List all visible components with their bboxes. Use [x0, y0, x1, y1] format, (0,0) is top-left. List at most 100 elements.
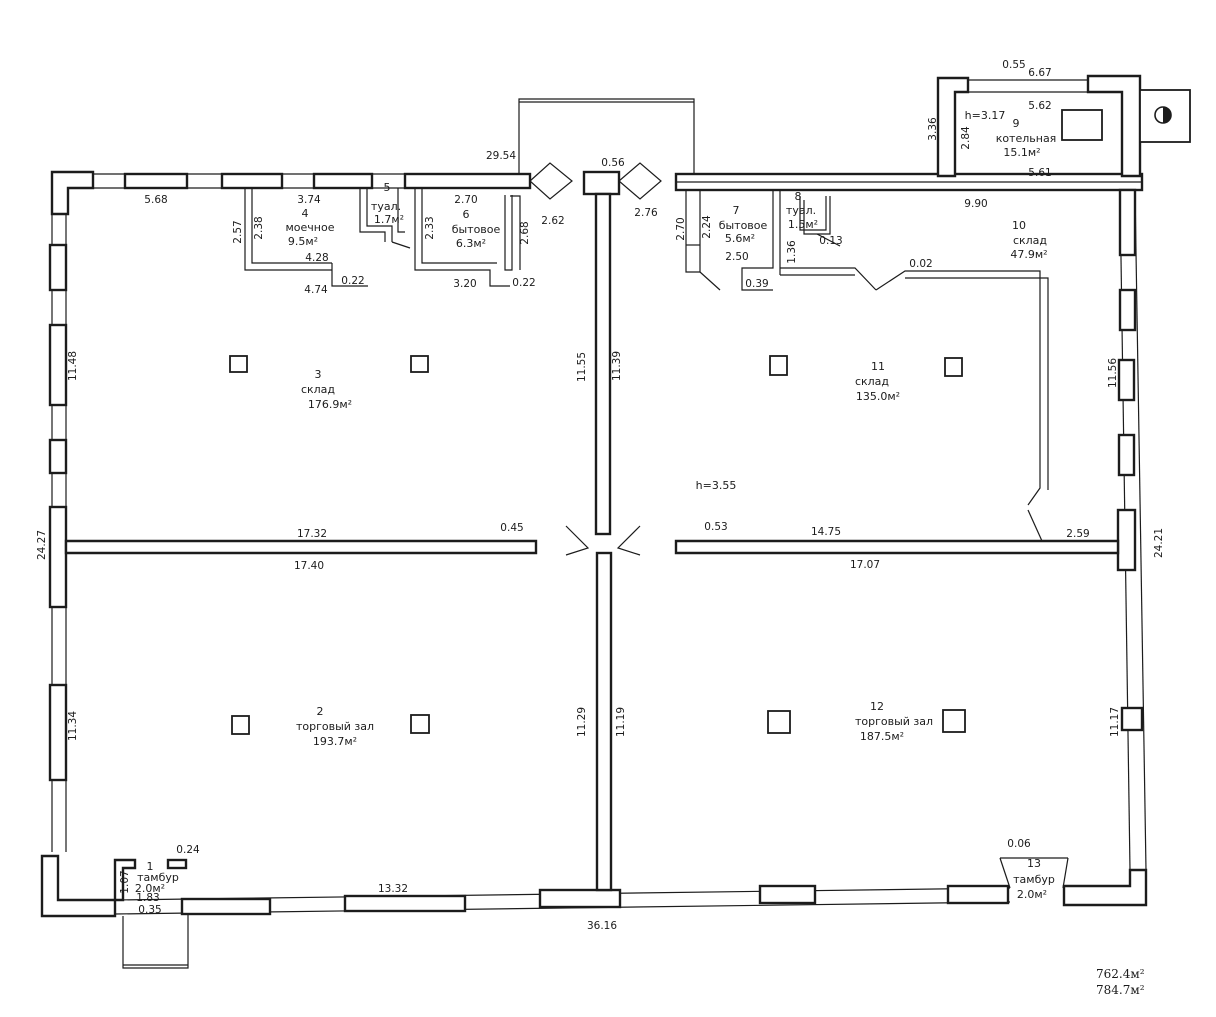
boiler-height: h=3.17	[965, 109, 1006, 122]
dim-label: 0.45	[500, 522, 523, 534]
dim-label: 0.24	[176, 844, 200, 856]
exterior-walls	[40, 74, 1191, 969]
room-7-number: 7	[733, 204, 740, 217]
room-7-area: 5.6м²	[725, 232, 755, 245]
vestibule-13-door-left	[999, 857, 1011, 889]
wall-left-seg-3	[48, 438, 68, 475]
dim-label: 17.07	[850, 559, 880, 571]
room-12-name: торговый зал	[855, 715, 933, 728]
room-1-name: тамбур	[137, 871, 179, 884]
room-9-name: котельная	[996, 132, 1057, 145]
dimensions: 5.68 3.74 2.70 29.54 0.56 2.62 2.76 2.57…	[36, 59, 1165, 932]
total-area-full: 784.7м²	[1096, 983, 1145, 997]
dim-label: 6.67	[1028, 67, 1051, 79]
dim-label: 2.50	[725, 251, 748, 263]
wall-central-upper	[594, 192, 612, 536]
room-8-area: 1.5м²	[788, 218, 818, 231]
dim-label: 17.32	[297, 528, 327, 540]
wall-bottom-seg-1	[180, 897, 272, 916]
dim-label: 3.36	[927, 117, 939, 141]
dim-label: 11.29	[576, 707, 588, 737]
dim-label: 11.48	[67, 351, 79, 381]
wall-bottom-seg-3	[538, 888, 622, 909]
dim-label: 11.19	[615, 707, 627, 737]
dim-label: 24.21	[1153, 528, 1165, 558]
dim-label: 0.55	[1002, 59, 1025, 71]
column	[769, 355, 788, 376]
room-5-number: 5	[384, 181, 391, 194]
wall-central-lower	[595, 551, 613, 892]
dim-label: 2.68	[519, 221, 531, 244]
column	[767, 710, 791, 734]
room-4-name: моечное	[286, 221, 335, 234]
dim-label: 11.39	[611, 351, 623, 381]
room-7-name: бытовое	[719, 219, 768, 232]
room-4-number: 4	[302, 207, 309, 220]
wall-right-seg-2	[1118, 288, 1137, 332]
area-totals: 762.4м² 784.7м²	[1096, 967, 1145, 997]
dim-label: 14.75	[811, 526, 841, 538]
room-8-name: туал.	[786, 204, 816, 217]
room-1-area: 2.0м²	[135, 882, 165, 895]
dim-label: 24.27	[36, 530, 48, 560]
room-11-area: 135.0м²	[856, 390, 900, 403]
column	[944, 357, 963, 377]
room-5-area: 1.7м²	[374, 213, 404, 226]
room-10-number: 10	[1012, 219, 1026, 232]
room-13-area: 2.0м²	[1017, 888, 1047, 901]
wall-right-seg-3	[1117, 358, 1136, 402]
room-10-name: склад	[1013, 234, 1047, 247]
wall-boiler-left	[936, 76, 970, 178]
wall-bottom-seg-5	[946, 884, 1010, 905]
wall-right-seg-5	[1116, 508, 1137, 572]
wall-corner-bottom-right	[1062, 868, 1148, 907]
room-2-area: 193.7м²	[313, 735, 357, 748]
room-10-area: 47.9м²	[1010, 248, 1047, 261]
room-1-number: 1	[147, 860, 154, 873]
dim-label: 36.16	[587, 920, 617, 932]
column	[229, 355, 248, 373]
room-5-name: туал.	[371, 200, 401, 213]
wall-bottom-seg-2	[343, 894, 467, 913]
room-6-name: бытовое	[452, 223, 501, 236]
dim-label: 5.68	[144, 194, 167, 206]
wall-top-center-pier	[582, 170, 621, 196]
wall-left-seg-4	[48, 505, 68, 609]
room-11-number: 11	[871, 360, 885, 373]
dim-label: 11.17	[1109, 707, 1121, 737]
dim-label: 5.62	[1028, 100, 1051, 112]
room-9-number: 9	[1013, 117, 1020, 130]
dim-label: 4.74	[304, 284, 328, 296]
dim-label: 9.90	[964, 198, 987, 210]
dim-label: 2.33	[424, 216, 436, 239]
room-13-name: тамбур	[1013, 873, 1055, 886]
boiler-equipment	[1061, 109, 1103, 141]
dim-label: 0.22	[512, 277, 535, 289]
column	[942, 709, 966, 733]
room-2-number: 2	[317, 705, 324, 718]
wall-top-seg-1	[123, 172, 189, 190]
room-11-name: склад	[855, 375, 889, 388]
main-height: h=3.55	[696, 479, 737, 492]
dim-label: 11.56	[1107, 358, 1119, 388]
vestibule-13-door-right	[1062, 857, 1069, 889]
dim-label: 0.53	[704, 521, 727, 533]
wall-left-seg-5	[48, 683, 68, 782]
wall-bottom-seg-4	[758, 884, 817, 905]
dim-label: 2.24	[701, 215, 713, 239]
dim-label: 0.35	[138, 904, 161, 916]
wall-top-seg-3	[312, 172, 374, 190]
wall-mid-left	[64, 539, 538, 555]
wall-left-seg-2	[48, 323, 68, 407]
dim-label: 2.38	[253, 216, 265, 239]
interior-walls	[64, 188, 1120, 892]
room-13-number: 13	[1027, 857, 1041, 870]
dim-label: 2.57	[232, 220, 244, 243]
column	[410, 714, 430, 734]
column	[231, 715, 250, 735]
dim-label: 11.55	[576, 352, 588, 382]
columns	[229, 355, 966, 735]
dim-label: 5.61	[1028, 167, 1051, 179]
room-9-area: 15.1м²	[1003, 146, 1040, 159]
dim-label: 2.84	[960, 126, 972, 150]
